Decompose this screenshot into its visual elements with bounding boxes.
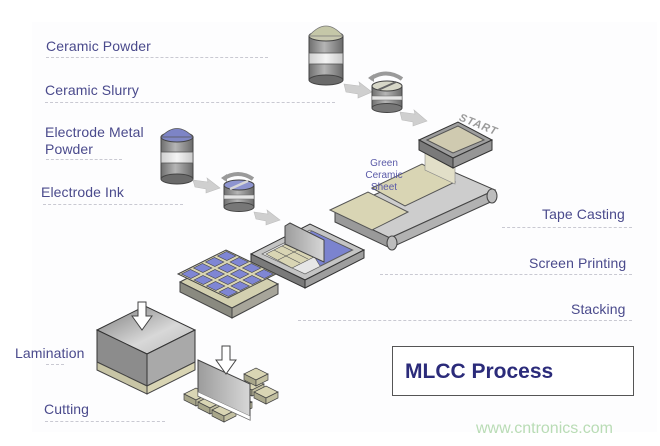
green-ceramic-sheet-line2: Ceramic: [365, 170, 403, 181]
electrode-pad: [216, 251, 237, 261]
divider-tape-casting: [502, 227, 632, 228]
chip-icon: [253, 385, 279, 405]
electrode-pad: [229, 269, 250, 279]
divider-ceramic-powder: [46, 57, 268, 58]
electrode-pad: [205, 281, 226, 291]
electrode-pad: [230, 281, 251, 291]
divider-electrode-ink: [43, 204, 183, 205]
electrode-pad: [204, 257, 225, 267]
label-electrode-metal-powder-line2: Powder: [45, 141, 94, 157]
electrode-metal-powder-container-icon: [160, 128, 194, 185]
divider-stacking: [298, 320, 632, 321]
electrode-ink-mixer-icon: [221, 172, 255, 212]
stacking-sheets-icon: [176, 249, 280, 319]
electrode-sheet-top-icon: [176, 249, 278, 299]
electrode-pad: [193, 275, 214, 285]
electrode-pad: [254, 269, 275, 279]
ceramic-slurry-mixer-icon: [368, 71, 404, 113]
title-box: MLCC Process: [392, 346, 634, 396]
electrode-pad: [205, 269, 226, 279]
label-electrode-ink: Electrode Ink: [41, 184, 125, 200]
divider-ceramic-slurry: [45, 102, 335, 103]
screen-printing-tray-icon: [249, 222, 366, 289]
electrode-pad: [180, 269, 201, 279]
flow-arrow-icon: [253, 209, 281, 226]
divider-cutting: [45, 421, 165, 422]
watermark: www.cntronics.com: [476, 420, 613, 437]
electrode-pad: [229, 257, 250, 267]
diagram-title: MLCC Process: [405, 360, 554, 383]
ceramic-powder-container-icon: [308, 25, 344, 86]
label-electrode-metal-powder-line1: Electrode Metal: [45, 124, 144, 140]
flow-arrow-icon: [343, 81, 373, 99]
label-stacking: Stacking: [571, 301, 626, 317]
electrode-pad: [217, 275, 238, 285]
tape-casting-machine-icon: [328, 121, 498, 251]
electrode-pattern-grid: [180, 251, 275, 297]
chip-icon: [243, 367, 269, 387]
divider-screen-printing: [380, 274, 632, 275]
electrode-pad: [242, 275, 263, 285]
label-cutting: Cutting: [44, 401, 90, 417]
label-ceramic-powder: Ceramic Powder: [46, 38, 151, 54]
electrode-pad: [218, 287, 239, 297]
electrode-pad: [217, 263, 238, 273]
flow-arrow-icon: [192, 177, 221, 194]
green-ceramic-sheet-line1: Green: [370, 158, 398, 169]
cutting-blade-icon: [183, 345, 279, 423]
cut-arrow-icon: [215, 345, 237, 375]
green-ceramic-sheet-label: Green Ceramic Sheet: [362, 158, 406, 194]
lamination-press-icon: [95, 301, 197, 395]
electrode-pad: [192, 263, 213, 273]
divider-lamination: [46, 364, 64, 365]
flow-arrow-icon: [399, 109, 428, 127]
green-ceramic-sheet-line3: Sheet: [370, 182, 398, 193]
label-tape-casting: Tape Casting: [542, 206, 625, 222]
label-ceramic-slurry: Ceramic Slurry: [45, 82, 139, 98]
label-screen-printing: Screen Printing: [529, 255, 627, 271]
divider-electrode-metal-powder: [46, 159, 122, 160]
electrode-pad: [241, 263, 262, 273]
label-lamination: Lamination: [15, 345, 85, 361]
press-arrow-icon: [131, 301, 153, 331]
